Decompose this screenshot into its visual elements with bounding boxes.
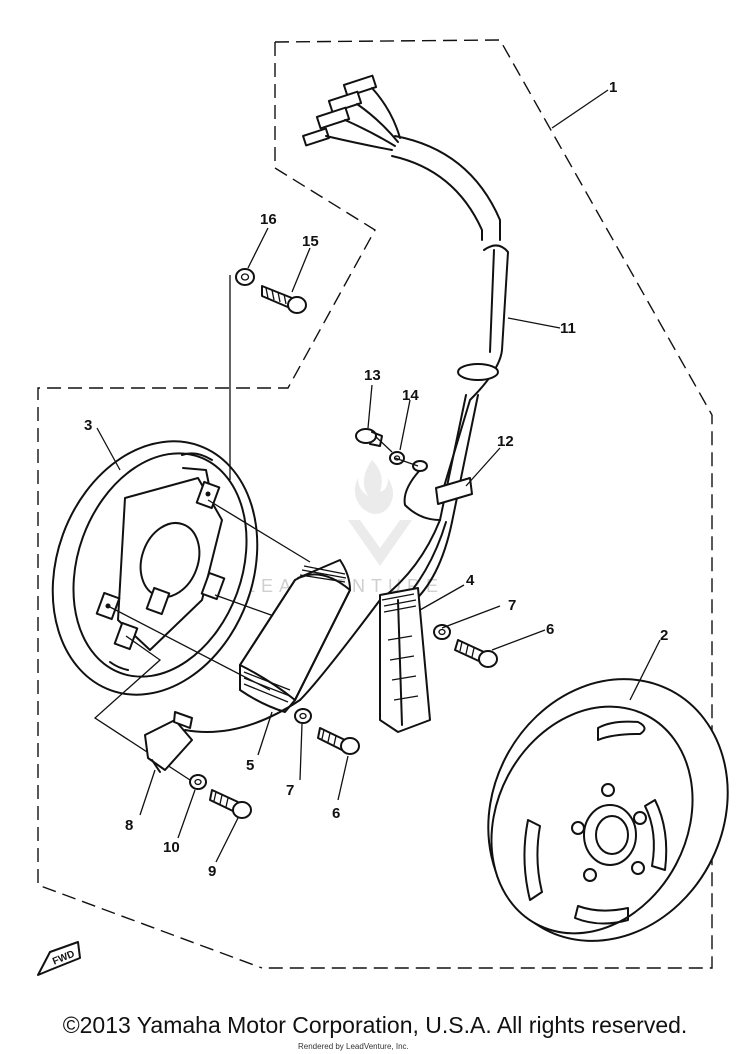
callout-1: 1	[609, 79, 617, 96]
wire-harness	[184, 135, 509, 733]
screw-9	[209, 789, 252, 819]
callout-9: 9	[208, 863, 216, 880]
stator-base-plate	[51, 440, 259, 696]
rendered-by-note: Rendered by LeadVenture, Inc.	[298, 1042, 409, 1051]
callout-5: 5	[246, 757, 254, 774]
coil-part-8	[144, 711, 193, 773]
callout-15: 15	[302, 233, 319, 250]
callouts: 1 2 3 4 5 6 6 7 7 8 9 10 11 12 13 14 15 …	[84, 79, 668, 880]
callout-10: 10	[163, 839, 180, 856]
callout-7-upper: 7	[508, 597, 516, 614]
callout-6-upper: 6	[546, 621, 554, 638]
callout-16: 16	[260, 211, 277, 228]
callout-8: 8	[125, 817, 133, 834]
callout-3: 3	[84, 417, 92, 434]
callout-11: 11	[560, 320, 576, 337]
bolt-15	[261, 285, 307, 314]
pulser-coil	[379, 587, 431, 733]
screw-6-upper	[454, 639, 498, 668]
fwd-arrow-icon: FWD	[37, 941, 81, 976]
screw-13	[355, 428, 383, 447]
callout-4: 4	[466, 572, 475, 589]
watermark: LEADVENTURE	[245, 460, 438, 596]
leader-lines	[96, 89, 661, 863]
group-outline-stator	[37, 42, 376, 969]
screw-6-lower	[317, 727, 360, 755]
group-outline-wire-harness	[262, 39, 713, 969]
washer-10	[189, 774, 207, 790]
wire-connectors	[302, 74, 401, 151]
callout-12: 12	[497, 433, 514, 450]
callout-6-lower: 6	[332, 805, 340, 822]
washer-7-upper	[433, 624, 451, 640]
washer-14	[389, 451, 405, 465]
copyright-footer: ©2013 Yamaha Motor Corporation, U.S.A. A…	[62, 1012, 688, 1038]
flywheel-rotor	[487, 678, 729, 942]
callout-7-lower: 7	[286, 782, 294, 799]
callout-2: 2	[660, 627, 668, 644]
parts-diagram: LEADVENTURE	[37, 39, 729, 976]
callout-14: 14	[402, 387, 419, 404]
washer-7-lower	[294, 708, 312, 724]
callout-13: 13	[364, 367, 381, 384]
source-coil	[239, 559, 351, 713]
washer-16	[235, 268, 255, 286]
